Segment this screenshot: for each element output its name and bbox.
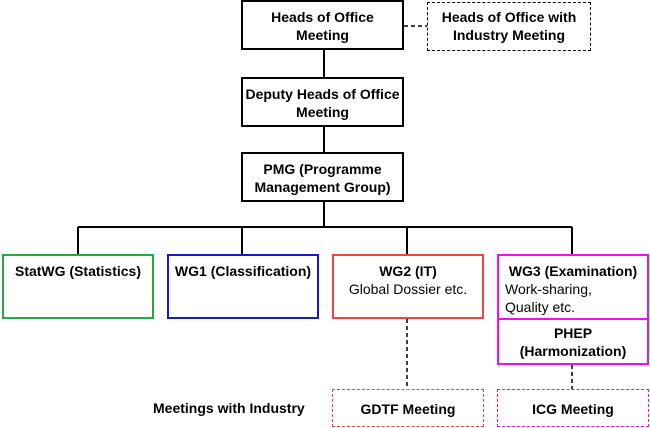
wg2-title: WG2 (IT) bbox=[334, 262, 482, 280]
icg-meeting-box: ICG Meeting bbox=[497, 389, 649, 427]
gdtf-label: GDTF Meeting bbox=[361, 401, 456, 417]
pmg-label: PMG (Programme Management Group) bbox=[254, 161, 390, 195]
statwg-box: StatWG (Statistics) bbox=[2, 254, 154, 319]
wg3-box: WG3 (Examination) Work-sharing, Quality … bbox=[497, 254, 649, 320]
heads-industry-label: Heads of Office with Industry Meeting bbox=[442, 9, 577, 43]
heads-industry-box: Heads of Office with Industry Meeting bbox=[427, 2, 591, 51]
icg-label: ICG Meeting bbox=[532, 401, 614, 417]
deputy-heads-label: Deputy Heads of Office Meeting bbox=[245, 86, 399, 120]
phep-box: PHEP (Harmonization) bbox=[497, 318, 649, 365]
gdtf-meeting-box: GDTF Meeting bbox=[332, 389, 484, 427]
wg3-subtitle: Work-sharing, Quality etc. bbox=[499, 280, 595, 316]
phep-label: PHEP (Harmonization) bbox=[520, 325, 627, 359]
heads-of-office-box: Heads of Office Meeting bbox=[241, 0, 404, 50]
wg3-title: WG3 (Examination) bbox=[499, 262, 647, 280]
wg2-box: WG2 (IT) Global Dossier etc. bbox=[332, 254, 484, 319]
pmg-box: PMG (Programme Management Group) bbox=[241, 152, 404, 202]
wg2-subtitle: Global Dossier etc. bbox=[334, 280, 482, 298]
deputy-heads-box: Deputy Heads of Office Meeting bbox=[241, 77, 404, 127]
statwg-label: StatWG (Statistics) bbox=[15, 263, 141, 279]
heads-of-office-label: Heads of Office Meeting bbox=[271, 9, 374, 43]
wg1-box: WG1 (Classification) bbox=[167, 254, 319, 319]
meetings-with-industry-label: Meetings with Industry bbox=[153, 400, 305, 416]
wg1-label: WG1 (Classification) bbox=[175, 263, 311, 279]
